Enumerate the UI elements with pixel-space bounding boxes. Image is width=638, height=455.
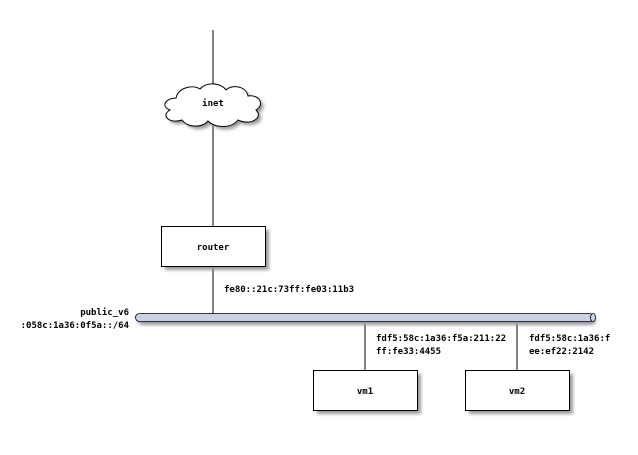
vm1-address-line1: fdf5:58c:1a36:f5a:211:22 — [376, 334, 506, 344]
router-address: fe80::21c:73ff:fe03:11b3 — [224, 285, 354, 295]
vm2-label: vm2 — [509, 387, 525, 397]
vm2-node: vm2 — [465, 370, 573, 414]
cloud-icon: inet — [164, 83, 264, 130]
network-name: public_v6 — [80, 307, 129, 318]
cloud-label: inet — [202, 98, 224, 109]
network-prefix: :058c:1a36:0f5a::/64 — [21, 321, 130, 331]
router-label: router — [197, 243, 230, 253]
vm2-address-line1: fdf5:58c:1a36:f — [529, 334, 610, 344]
router-node: router — [161, 226, 269, 270]
vm2-address-line2: ee:ef22:2142 — [529, 347, 594, 357]
vm1-label: vm1 — [357, 387, 373, 397]
network-bus — [135, 313, 596, 325]
vm1-address-line2: ff:fe33:4455 — [376, 347, 441, 357]
vm1-node: vm1 — [313, 370, 421, 414]
